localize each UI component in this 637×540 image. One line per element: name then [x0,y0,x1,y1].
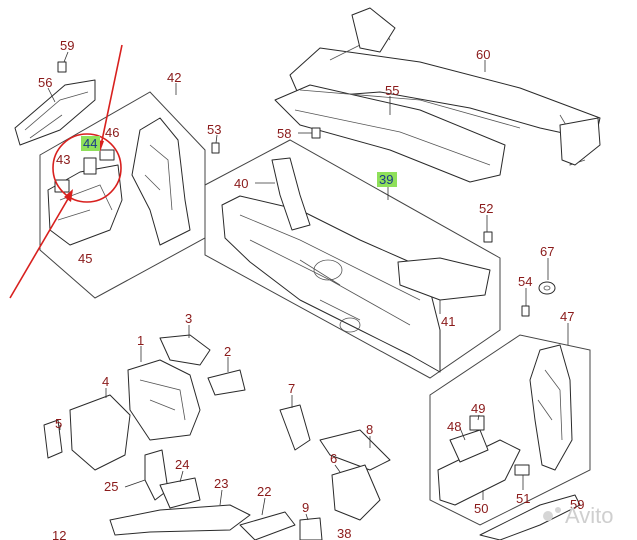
callout-53: 53 [207,122,221,137]
callout-9: 9 [302,500,309,515]
callout-22: 22 [257,484,271,499]
callout-42: 42 [167,70,181,85]
callout-55: 55 [385,83,399,98]
callout-41: 41 [441,314,455,329]
right-pillar-47 [437,344,581,540]
brace-40 [271,157,311,231]
callout-50: 50 [474,501,488,516]
bracket-2 [207,369,246,396]
watermark-dot-icon [543,511,553,521]
clip-49 [469,415,485,431]
callout-numbers: 59 56 42 44 46 43 45 53 58 60 55 39 40 5… [38,38,584,540]
callout-1: 1 [137,333,144,348]
arrow-bottom-head [64,189,73,202]
wheelhouse-1 [127,359,201,441]
reinforcement-45 [47,149,123,246]
callout-47: 47 [560,309,574,324]
frame-right-group [429,334,591,526]
callout-46: 46 [105,125,119,140]
callout-60: 60 [476,47,490,62]
callout-4: 4 [102,374,109,389]
callout-52: 52 [479,201,493,216]
cowl-panel [274,7,601,183]
member-50 [437,439,521,506]
plate-51 [514,464,530,476]
bracket-56 [14,61,96,146]
callout-44: 44 [83,136,97,151]
bolt-52 [483,231,493,243]
member-8 [319,429,391,471]
callout-38: 38 [337,526,351,540]
watermark: Avito [543,503,614,528]
callout-49: 49 [471,401,485,416]
grommet-67 [538,281,556,295]
watermark-dot-icon-small [555,507,561,513]
clip-46 [99,149,115,161]
callout-8: 8 [366,422,373,437]
callout-7: 7 [288,381,295,396]
bracket-48 [449,429,489,463]
callout-67: 67 [540,244,554,259]
callout-59b: 59 [570,497,584,512]
callout-56a: 56 [38,75,52,90]
watermark-text: Avito [565,503,614,528]
callout-25: 25 [104,479,118,494]
bolt-59a [57,61,67,73]
callout-51: 51 [516,491,530,506]
callout-43: 43 [56,152,70,167]
dash-panel-39 [221,127,493,373]
clip-44 [83,157,97,175]
callout-40: 40 [234,176,248,191]
brace-7 [279,404,311,451]
apron-4 [69,394,131,471]
callout-23: 23 [214,476,228,491]
callout-12: 12 [52,528,66,540]
callout-6: 6 [330,451,337,466]
plate-24 [159,477,201,509]
highlight-circle [52,133,122,203]
callout-54: 54 [518,274,532,289]
callout-2: 2 [224,344,231,359]
highlight-44 [81,136,100,151]
reinforcement-6 [331,464,381,521]
callout-5: 5 [55,416,62,431]
highlight-39 [377,172,397,187]
frame-dash-group [204,139,501,379]
lower-parts [43,334,391,540]
callout-58: 58 [277,126,291,141]
bolt-54 [521,305,530,317]
callout-39: 39 [379,172,393,187]
bracket-3 [159,334,211,366]
arrow-bottom [9,191,73,299]
arrow-top [99,44,123,151]
bracket-5 [43,419,63,459]
crossmember-41 [397,257,491,301]
leader-lines [47,51,569,521]
callout-48: 48 [447,419,461,434]
sill-23 [109,504,251,536]
bolt-58 [311,127,321,139]
bracket-9 [299,517,323,540]
callout-45: 45 [78,251,92,266]
callout-24: 24 [175,457,189,472]
callout-3: 3 [185,311,192,326]
bolt-53 [211,142,220,154]
member-22 [239,511,296,540]
callout-59a: 59 [60,38,74,53]
pillar-42 [131,117,220,246]
